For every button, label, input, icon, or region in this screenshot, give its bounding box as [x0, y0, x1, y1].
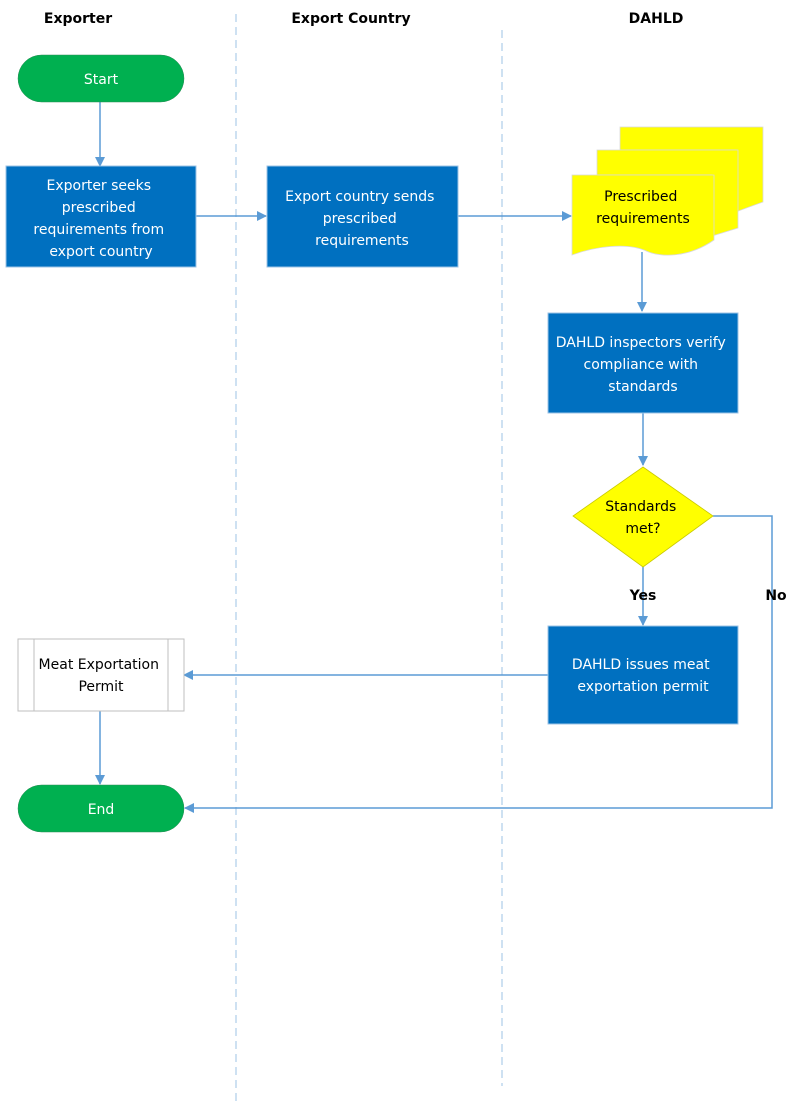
process-exporter-seeks: Exporter seeks prescribed requirements f…	[5, 165, 197, 268]
end-label: End	[88, 802, 115, 818]
document-prescribed-requirements-line-2: requirements	[596, 211, 690, 227]
predefined-meat-exportation-permit: Meat Exportation Permit	[17, 638, 185, 712]
process-dahld-issues-permit: DAHLD issues meat exportation permit	[547, 625, 739, 725]
svg-text:Export country sends pre: Export country sends prescribed requirem…	[285, 189, 439, 249]
svg-text:DAHLD inspectors verify: DAHLD inspectors verify compliance with …	[556, 335, 730, 395]
process-exporter-seeks-line-3: requirements from	[33, 222, 164, 238]
start-node: Start	[17, 54, 185, 103]
process-exporter-seeks-line-2: prescribed	[62, 200, 136, 216]
decision-standards-met: Standards met?	[572, 466, 714, 568]
decision-standards-met-line-1: Standards	[605, 499, 676, 515]
predefined-meat-exportation-permit-line-1: Meat Exportation	[39, 657, 159, 673]
edge-label-no: No	[765, 588, 787, 604]
process-dahld-verify: DAHLD inspectors verify compliance with …	[547, 312, 739, 414]
process-export-country-sends: Export country sends prescribed requirem…	[266, 165, 459, 268]
process-export-country-sends-line-1: Export country sends	[285, 189, 434, 205]
edge-label-yes: Yes	[629, 588, 657, 604]
process-dahld-verify-line-2: compliance with	[584, 357, 698, 373]
process-export-country-sends-line-3: requirements	[315, 233, 409, 249]
document-prescribed-requirements: Prescribed requirements	[571, 126, 764, 256]
predefined-meat-exportation-permit-line-2: Permit	[78, 679, 124, 695]
start-label: Start	[84, 72, 119, 88]
process-dahld-verify-line-3: standards	[608, 379, 677, 395]
process-dahld-issues-permit-line-1: DAHLD issues meat	[572, 657, 710, 673]
process-exporter-seeks-line-1: Exporter seeks	[46, 178, 151, 194]
svg-text:DAHLD issues meat export: DAHLD issues meat exportation permit	[572, 657, 714, 695]
decision-standards-met-line-2: met?	[625, 521, 660, 537]
edge-decision-no	[184, 515, 773, 813]
process-exporter-seeks-line-4: export country	[49, 244, 152, 260]
process-dahld-issues-permit-line-2: exportation permit	[577, 679, 709, 695]
process-dahld-verify-line-1: DAHLD inspectors verify	[556, 335, 726, 351]
svg-text:Prescribed requirements: Prescribed requirements	[596, 189, 690, 227]
lane-title-exporter: Exporter	[44, 11, 112, 27]
process-export-country-sends-line-2: prescribed	[323, 211, 397, 227]
svg-text:Meat Exportation Permit: Meat Exportation Permit	[39, 657, 164, 695]
end-node: End	[17, 784, 185, 833]
lane-title-export-country: Export Country	[291, 11, 410, 27]
document-prescribed-requirements-line-1: Prescribed	[604, 189, 677, 205]
lane-title-dahld: DAHLD	[629, 11, 684, 27]
svg-text:Standards met?: Standards met?	[605, 499, 680, 537]
svg-text:Exporter seeks prescribe: Exporter seeks prescribed requirements f…	[33, 178, 168, 260]
